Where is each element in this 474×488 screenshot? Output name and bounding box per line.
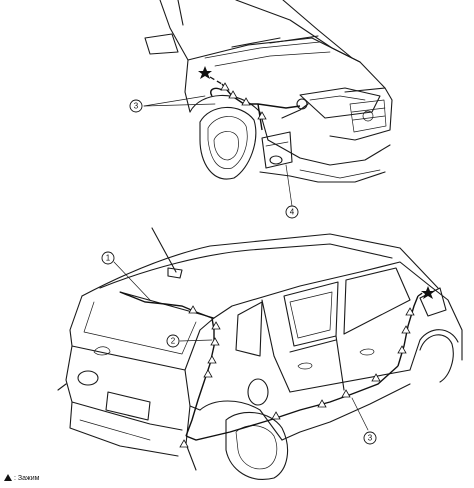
callout-washer-tank: 4 [285, 205, 299, 219]
svg-text:3: 3 [134, 102, 139, 111]
legend-label: : Зажим [14, 475, 40, 482]
front-vehicle-view [143, 0, 393, 207]
legend: : Зажим [4, 474, 39, 482]
clip-icon [4, 474, 12, 481]
clip-icon [241, 97, 251, 106]
callout-antenna: 1 [101, 251, 115, 265]
rear-vehicle-view [57, 227, 463, 480]
callout-hatch-harness: 2 [166, 334, 180, 348]
callout-side-harness: 3 [363, 431, 377, 445]
clip-icon [211, 321, 221, 330]
clip-icon [228, 90, 238, 99]
clip-icon [188, 305, 198, 314]
clip-icon [317, 399, 327, 408]
clip-icon [220, 82, 230, 91]
clip-icon [271, 411, 281, 420]
clip-icon [179, 439, 189, 448]
clip-icon [207, 355, 217, 364]
clip-icon [405, 307, 415, 316]
clip-icon [257, 111, 267, 120]
star-icon [198, 66, 212, 79]
clip-icon [401, 325, 411, 334]
callout-top-harness: 3 [129, 99, 143, 113]
svg-text:2: 2 [171, 337, 176, 346]
clip-icon [341, 389, 351, 398]
svg-text:4: 4 [290, 208, 295, 217]
clip-icon [397, 345, 407, 354]
clip-icon [371, 373, 381, 382]
clip-icon [203, 369, 213, 378]
svg-text:1: 1 [106, 254, 111, 263]
star-icon [421, 286, 435, 299]
svg-text:3: 3 [368, 434, 373, 443]
clip-icon [210, 337, 220, 346]
